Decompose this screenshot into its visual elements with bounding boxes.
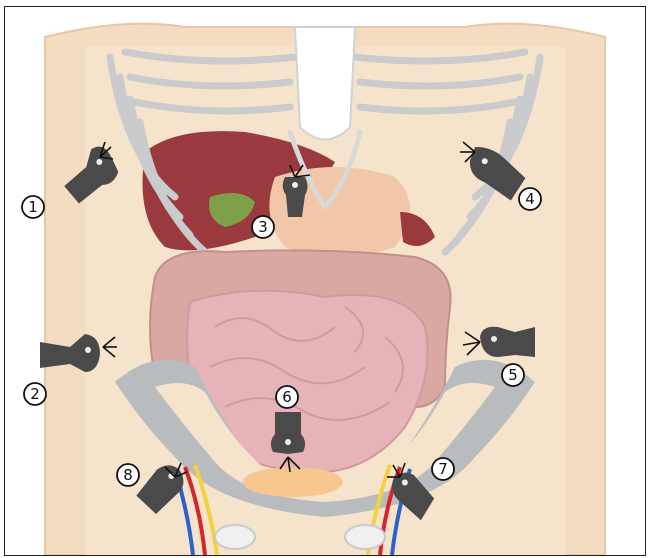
number-6: 6 [276,386,298,408]
number-5-label: 5 [508,366,518,384]
number-1-label: 1 [28,198,38,216]
number-4-label: 4 [525,190,535,208]
number-5: 5 [502,364,524,386]
number-8-label: 8 [123,466,133,484]
number-3: 3 [252,216,274,238]
number-2-label: 2 [30,385,40,403]
pubic-bone-left [215,525,255,549]
number-8: 8 [117,464,139,486]
probe-6 [271,412,305,454]
number-1: 1 [22,196,44,218]
sternum [295,27,355,140]
bladder [243,467,343,497]
number-3-label: 3 [258,218,268,236]
number-2: 2 [24,383,46,405]
number-6-label: 6 [282,388,292,406]
number-7-label: 7 [438,460,448,478]
pubic-bone-right [345,525,385,549]
probe-5 [480,327,535,357]
figure-frame: 1 2 3 4 5 6 7 8 [4,6,646,556]
number-4: 4 [519,188,541,210]
number-7: 7 [432,458,454,480]
anatomy-diagram: 1 2 3 4 5 6 7 8 [5,7,645,555]
